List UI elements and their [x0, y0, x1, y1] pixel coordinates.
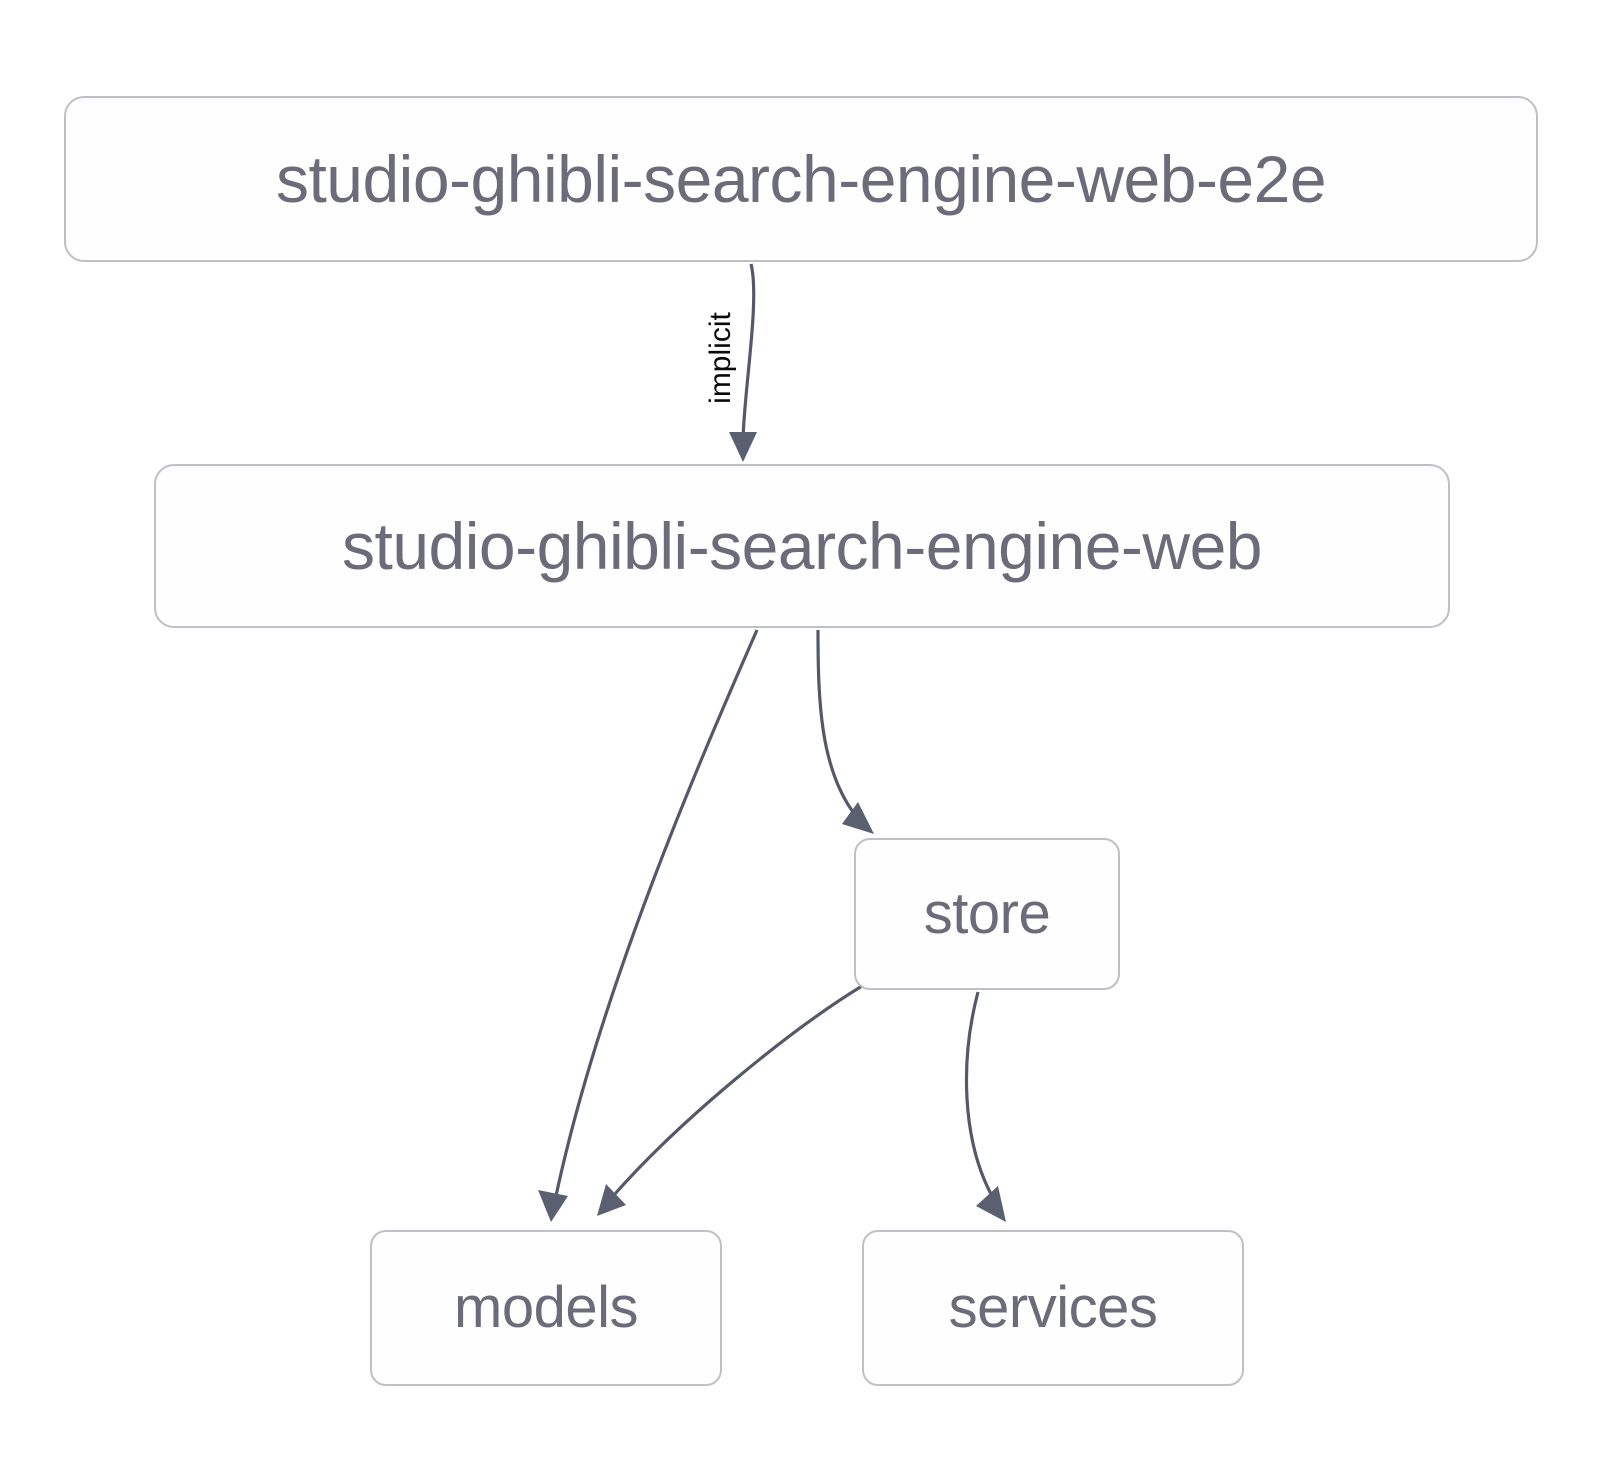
edge-path-web-store	[816, 629, 858, 817]
arrowhead-web-models	[538, 1190, 568, 1222]
node-label: models	[454, 1275, 638, 1340]
edge-web-to-models[interactable]	[538, 629, 759, 1222]
node-studio-ghibli-search-engine-web-e2e[interactable]: studio-ghibli-search-engine-web-e2e	[64, 96, 1538, 262]
node-services[interactable]: services	[862, 1230, 1244, 1386]
node-models[interactable]: models	[370, 1230, 722, 1386]
arrowhead-web-store	[842, 802, 874, 834]
node-label: studio-ghibli-search-engine-web	[341, 509, 1263, 583]
edge-path-store-services	[964, 991, 994, 1197]
node-label: services	[948, 1275, 1158, 1340]
arrowhead-store-services	[976, 1186, 1006, 1222]
edge-label-implicit: implicit	[704, 312, 737, 404]
edge-path-store-models	[612, 984, 863, 1197]
node-label: store	[923, 881, 1051, 946]
arrowhead-e2e-web	[729, 432, 757, 462]
node-store[interactable]: store	[854, 838, 1120, 990]
edge-store-to-models[interactable]	[597, 984, 863, 1216]
edge-path-web-models	[554, 629, 759, 1197]
edge-store-to-services[interactable]	[964, 991, 1006, 1222]
edge-e2e-to-web[interactable]	[729, 263, 757, 462]
edge-web-to-store[interactable]	[816, 629, 874, 834]
node-studio-ghibli-search-engine-web[interactable]: studio-ghibli-search-engine-web	[154, 464, 1450, 628]
edge-path-e2e-web	[741, 263, 756, 441]
arrowhead-store-models	[597, 1184, 626, 1216]
node-label: studio-ghibli-search-engine-web-e2e	[275, 142, 1327, 216]
